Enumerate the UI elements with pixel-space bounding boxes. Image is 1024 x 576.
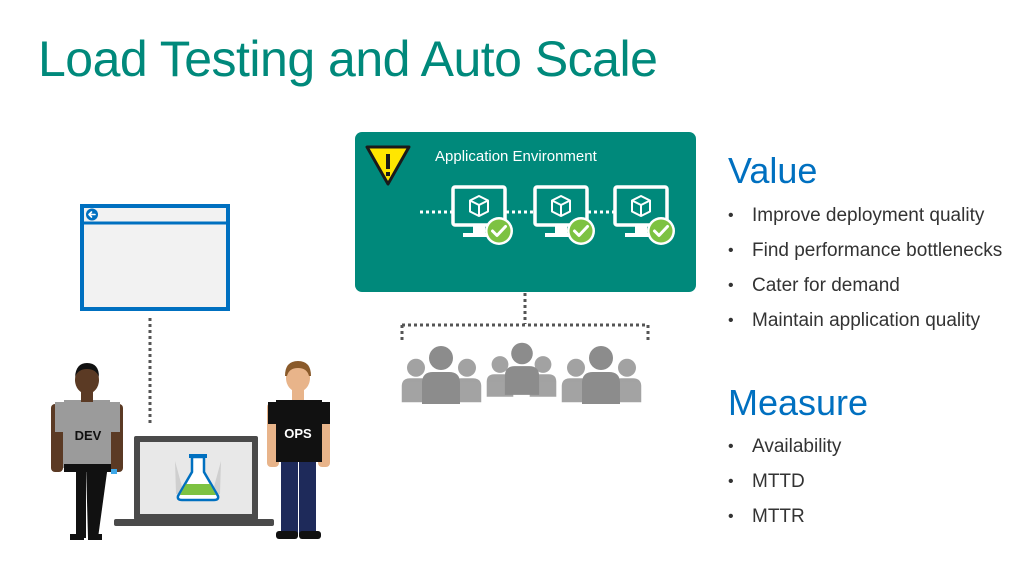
list-item: Maintain application quality [726, 308, 1002, 343]
dev-label: DEV [75, 428, 102, 443]
slide-title: Load Testing and Auto Scale [38, 31, 658, 87]
application-environment-panel: Application Environment [355, 132, 696, 292]
warning-icon [365, 145, 411, 186]
list-item: MTTD [726, 469, 841, 504]
value-list: Improve deployment qualityFind performan… [726, 203, 1002, 343]
users-icon [486, 342, 557, 397]
list-item: Find performance bottlenecks [726, 238, 1002, 273]
user-connectors [400, 293, 650, 340]
browser-window-icon [80, 204, 230, 311]
list-item: Cater for demand [726, 273, 1002, 308]
environment-label: Application Environment [435, 148, 598, 165]
users-icon [561, 346, 642, 404]
ops-person-icon: OPS [267, 361, 330, 539]
measure-list: AvailabilityMTTDMTTR [726, 434, 841, 539]
laptop-with-flask-icon [114, 436, 274, 526]
value-heading: Value [728, 150, 818, 191]
measure-heading: Measure [728, 382, 869, 423]
list-item: Availability [726, 434, 841, 469]
dev-person-icon: DEV [51, 363, 123, 540]
users-icon [401, 346, 482, 404]
list-item: Improve deployment quality [726, 203, 1002, 238]
list-item: MTTR [726, 504, 841, 539]
ops-label: OPS [284, 426, 312, 441]
